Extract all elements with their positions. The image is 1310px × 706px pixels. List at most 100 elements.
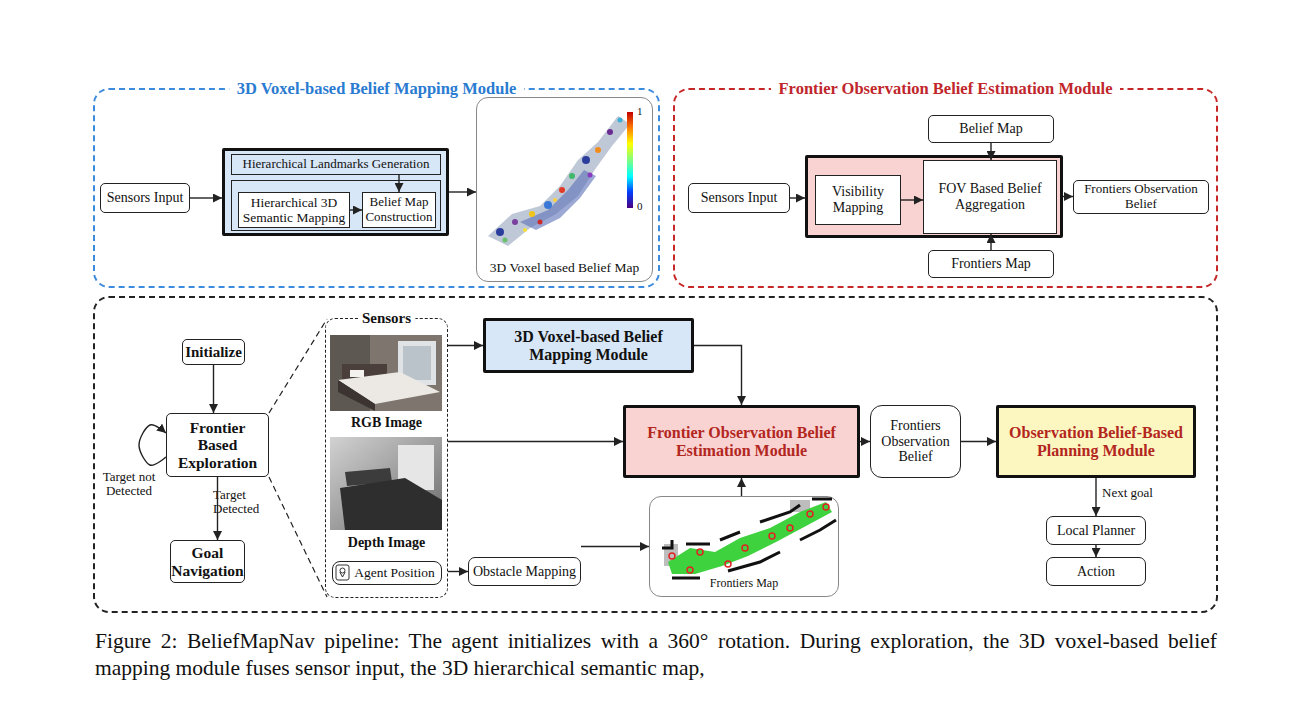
point-cloud: [569, 173, 575, 179]
process-group: Hierarchical 3D Semantic Mapping Belief M…: [231, 180, 441, 231]
rgb-image: [330, 335, 442, 411]
zoom-lines: [269, 319, 327, 597]
map-area: [790, 500, 810, 512]
point-cloud: [529, 211, 535, 217]
node-text: Goal Navigation: [171, 544, 243, 579]
location-icon: [336, 565, 349, 580]
module-box: 3D Voxel-based Belief Mapping Module: [483, 318, 694, 373]
node-text: Frontiers Observation Belief: [1076, 182, 1206, 211]
arrow-connector: [213, 365, 214, 413]
rgb-image: [342, 364, 387, 380]
process-box: Hierarchical Landmarks Generation: [231, 154, 441, 175]
process-box: Action: [1046, 557, 1146, 586]
label-text: RGB Image: [325, 415, 448, 430]
point-cloud: [553, 198, 557, 202]
arrow-connector: [1063, 196, 1073, 197]
arrow-connector: [190, 197, 222, 198]
frontier-point: [823, 504, 829, 510]
arrow-connector: [860, 441, 870, 442]
pipeline-group: InitializeFrontier Based ExplorationGoal…: [93, 296, 1218, 613]
connectors: [139, 143, 1096, 572]
arrow-connector: [741, 478, 742, 496]
depth-image: [398, 445, 434, 490]
label-text: Depth Image: [325, 535, 448, 550]
label-text: 0: [637, 200, 643, 212]
zoom-line: [269, 319, 327, 413]
node-text: Frontier Observation Belief Estimation M…: [638, 424, 845, 460]
arrow-connector: [901, 199, 923, 200]
node-text: Initialize: [185, 344, 242, 361]
arrow-connector: [694, 346, 742, 406]
depth-image: [330, 437, 442, 530]
input-box: Agent Position: [332, 561, 442, 585]
node-text: Belief Map Construction: [364, 195, 434, 224]
frontier-point: [787, 525, 793, 531]
module-box: Visibility Mapping FOV Based Belief Aggre…: [805, 155, 1063, 238]
arrow-connector: [448, 345, 483, 346]
node-text: Hierarchical 3D Semantic Mapping: [242, 195, 346, 225]
belief-map-illustration: [488, 112, 633, 246]
point-cloud: [588, 173, 593, 178]
process-box: FOV Based Belief Aggregation: [923, 160, 1057, 234]
arrow-connector: [350, 209, 362, 210]
process-box: Hierarchical 3D Semantic Mapping: [238, 192, 350, 228]
arrow-connector: [448, 441, 623, 442]
node-text: Sensors Input: [107, 190, 184, 206]
map-area: [664, 544, 678, 566]
point-cloud: [503, 238, 508, 243]
location-icon: [336, 565, 349, 580]
map-wall: [662, 499, 836, 578]
node-text: Visibility Mapping: [819, 184, 897, 215]
point-cloud: [559, 187, 565, 193]
point-cloud: [618, 118, 623, 123]
module-group: 3D Voxel-based Belief Mapping ModuleSens…: [93, 88, 660, 288]
point-cloud: [512, 219, 518, 225]
arrow-connector: [581, 546, 649, 547]
point-cloud: [607, 129, 613, 135]
depth-image: [345, 468, 392, 486]
process-box: Belief Map Construction: [362, 192, 436, 228]
input-box: Belief Map: [928, 115, 1054, 143]
rgb-image: [398, 341, 436, 385]
node-text: 3D Voxel-based Belief Mapping Module: [496, 328, 681, 364]
process-box: Local Planner: [1046, 516, 1146, 545]
depth-image: [340, 478, 442, 530]
group-title: 3D Voxel-based Belief Mapping Module: [229, 79, 525, 99]
edge-label: Target Detected: [213, 488, 275, 517]
map-area: [668, 502, 832, 574]
edge-label: Next goal: [1102, 486, 1153, 500]
node-text: Frontiers Map: [951, 256, 1031, 272]
point-cloud: [544, 201, 552, 209]
node-text: Sensors Input: [701, 190, 778, 206]
point-cloud: [582, 156, 590, 164]
rgb-image: [338, 372, 440, 404]
rgb-image: [338, 380, 375, 411]
frontier-point: [769, 533, 775, 539]
label-text: 1: [637, 105, 643, 117]
frontier-point: [807, 511, 813, 517]
output-box: Frontiers Observation Belief: [870, 405, 961, 478]
point-cloud: [595, 147, 601, 153]
input-box: Frontiers Map: [928, 250, 1054, 278]
image-box: 3D Voxel based Belief Map: [476, 97, 653, 282]
node-text: Frontier Based Exploration: [170, 419, 265, 471]
arrow-connector: [398, 175, 399, 192]
node-text: Belief Map: [959, 121, 1022, 137]
zoom-line: [269, 477, 327, 597]
node-text: Action: [1077, 564, 1115, 580]
module-box: Observation Belief-Based Planning Module: [996, 405, 1196, 478]
node-text: Hierarchical Landmarks Generation: [243, 157, 430, 172]
color-bar: [627, 112, 633, 208]
point-cloud: [488, 116, 630, 246]
arrow-connector: [990, 143, 991, 160]
arrow-connector: [990, 234, 991, 250]
caption: Figure 2: BeliefMapNav pipeline: The age…: [95, 628, 1217, 682]
arrow-connector: [449, 191, 476, 192]
node-text: Agent Position: [354, 565, 435, 580]
point-cloud: [496, 228, 504, 236]
point-cloud: [538, 220, 543, 225]
sensor-panel: SensorsAgent Position: [325, 318, 448, 598]
module-box: Frontier Observation Belief Estimation M…: [623, 405, 860, 478]
frontier-point: [687, 567, 693, 573]
